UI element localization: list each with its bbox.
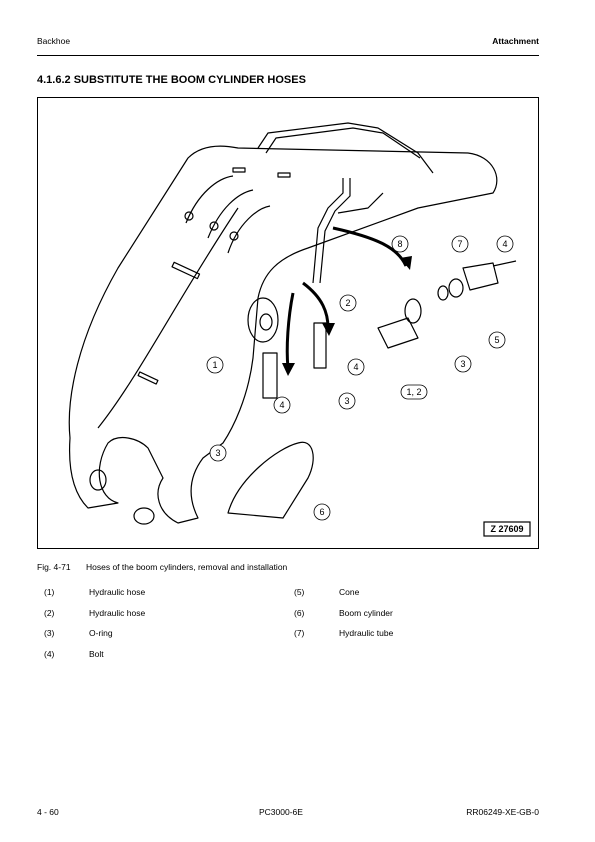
svg-text:2: 2 — [345, 298, 350, 308]
svg-text:6: 6 — [319, 507, 324, 517]
callout-2: 2 — [339, 294, 357, 312]
legend-left: (1)Hydraulic hose (2)Hydraulic hose (3)O… — [44, 587, 284, 669]
callout-7: 7 — [451, 235, 469, 253]
svg-text:8: 8 — [397, 239, 402, 249]
legend-item: (7)Hydraulic tube — [294, 628, 394, 638]
figure-number: Fig. 4-71 — [37, 562, 71, 572]
legend-item: (5)Cone — [294, 587, 360, 597]
svg-text:1: 1 — [212, 360, 217, 370]
svg-text:3: 3 — [344, 396, 349, 406]
figure-boom-hoses: 1 2 3 3 3 4 4 4 5 6 7 8 1, 2 Z 27609 — [37, 97, 539, 549]
header-rule — [37, 55, 539, 56]
legend-item: (1)Hydraulic hose — [44, 587, 146, 597]
callout-6: 6 — [313, 503, 331, 521]
footer-doc: RR06249-XE-GB-0 — [466, 807, 539, 817]
callout-5: 5 — [488, 331, 506, 349]
callout-1: 1 — [206, 356, 224, 374]
callout-4a: 4 — [273, 396, 291, 414]
figure-caption: Fig. 4-71 Hoses of the boom cylinders, re… — [37, 562, 287, 572]
svg-text:5: 5 — [494, 335, 499, 345]
callout-8: 8 — [391, 235, 409, 253]
header-section: Backhoe — [37, 36, 71, 46]
svg-text:4: 4 — [353, 362, 358, 372]
svg-text:7: 7 — [457, 239, 462, 249]
boom-outline — [68, 145, 498, 524]
svg-text:3: 3 — [460, 359, 465, 369]
footer-page: 4 - 60 — [37, 807, 59, 817]
legend-right: (5)Cone (6)Boom cylinder (7)Hydraulic tu… — [294, 587, 534, 649]
footer-model: PC3000-6E — [259, 807, 303, 817]
section-title: 4.1.6.2 SUBSTITUTE THE BOOM CYLINDER HOS… — [37, 74, 306, 86]
svg-text:3: 3 — [215, 448, 220, 458]
callout-3c: 3 — [454, 355, 472, 373]
boom-illustration: 1 2 3 3 3 4 4 4 5 6 7 8 1, 2 Z 27609 — [68, 122, 531, 537]
callout-1-2: 1, 2 — [400, 384, 428, 400]
svg-text:1, 2: 1, 2 — [406, 387, 421, 397]
legend-item: (3)O-ring — [44, 628, 113, 638]
drawing-id-box: Z 27609 — [483, 521, 531, 537]
svg-text:4: 4 — [279, 400, 284, 410]
callout-3a: 3 — [338, 392, 356, 410]
callout-4b: 4 — [347, 358, 365, 376]
legend-item: (4)Bolt — [44, 648, 104, 659]
svg-text:Z 27609: Z 27609 — [490, 524, 523, 534]
figure-caption-text: Hoses of the boom cylinders, removal and… — [86, 562, 288, 572]
callout-3b: 3 — [209, 444, 227, 462]
header-chapter: Attachment — [492, 36, 539, 46]
svg-text:4: 4 — [502, 239, 507, 249]
callout-4c: 4 — [496, 235, 514, 253]
legend-item: (6)Boom cylinder — [294, 607, 393, 618]
legend-item: (2)Hydraulic hose — [44, 607, 146, 618]
